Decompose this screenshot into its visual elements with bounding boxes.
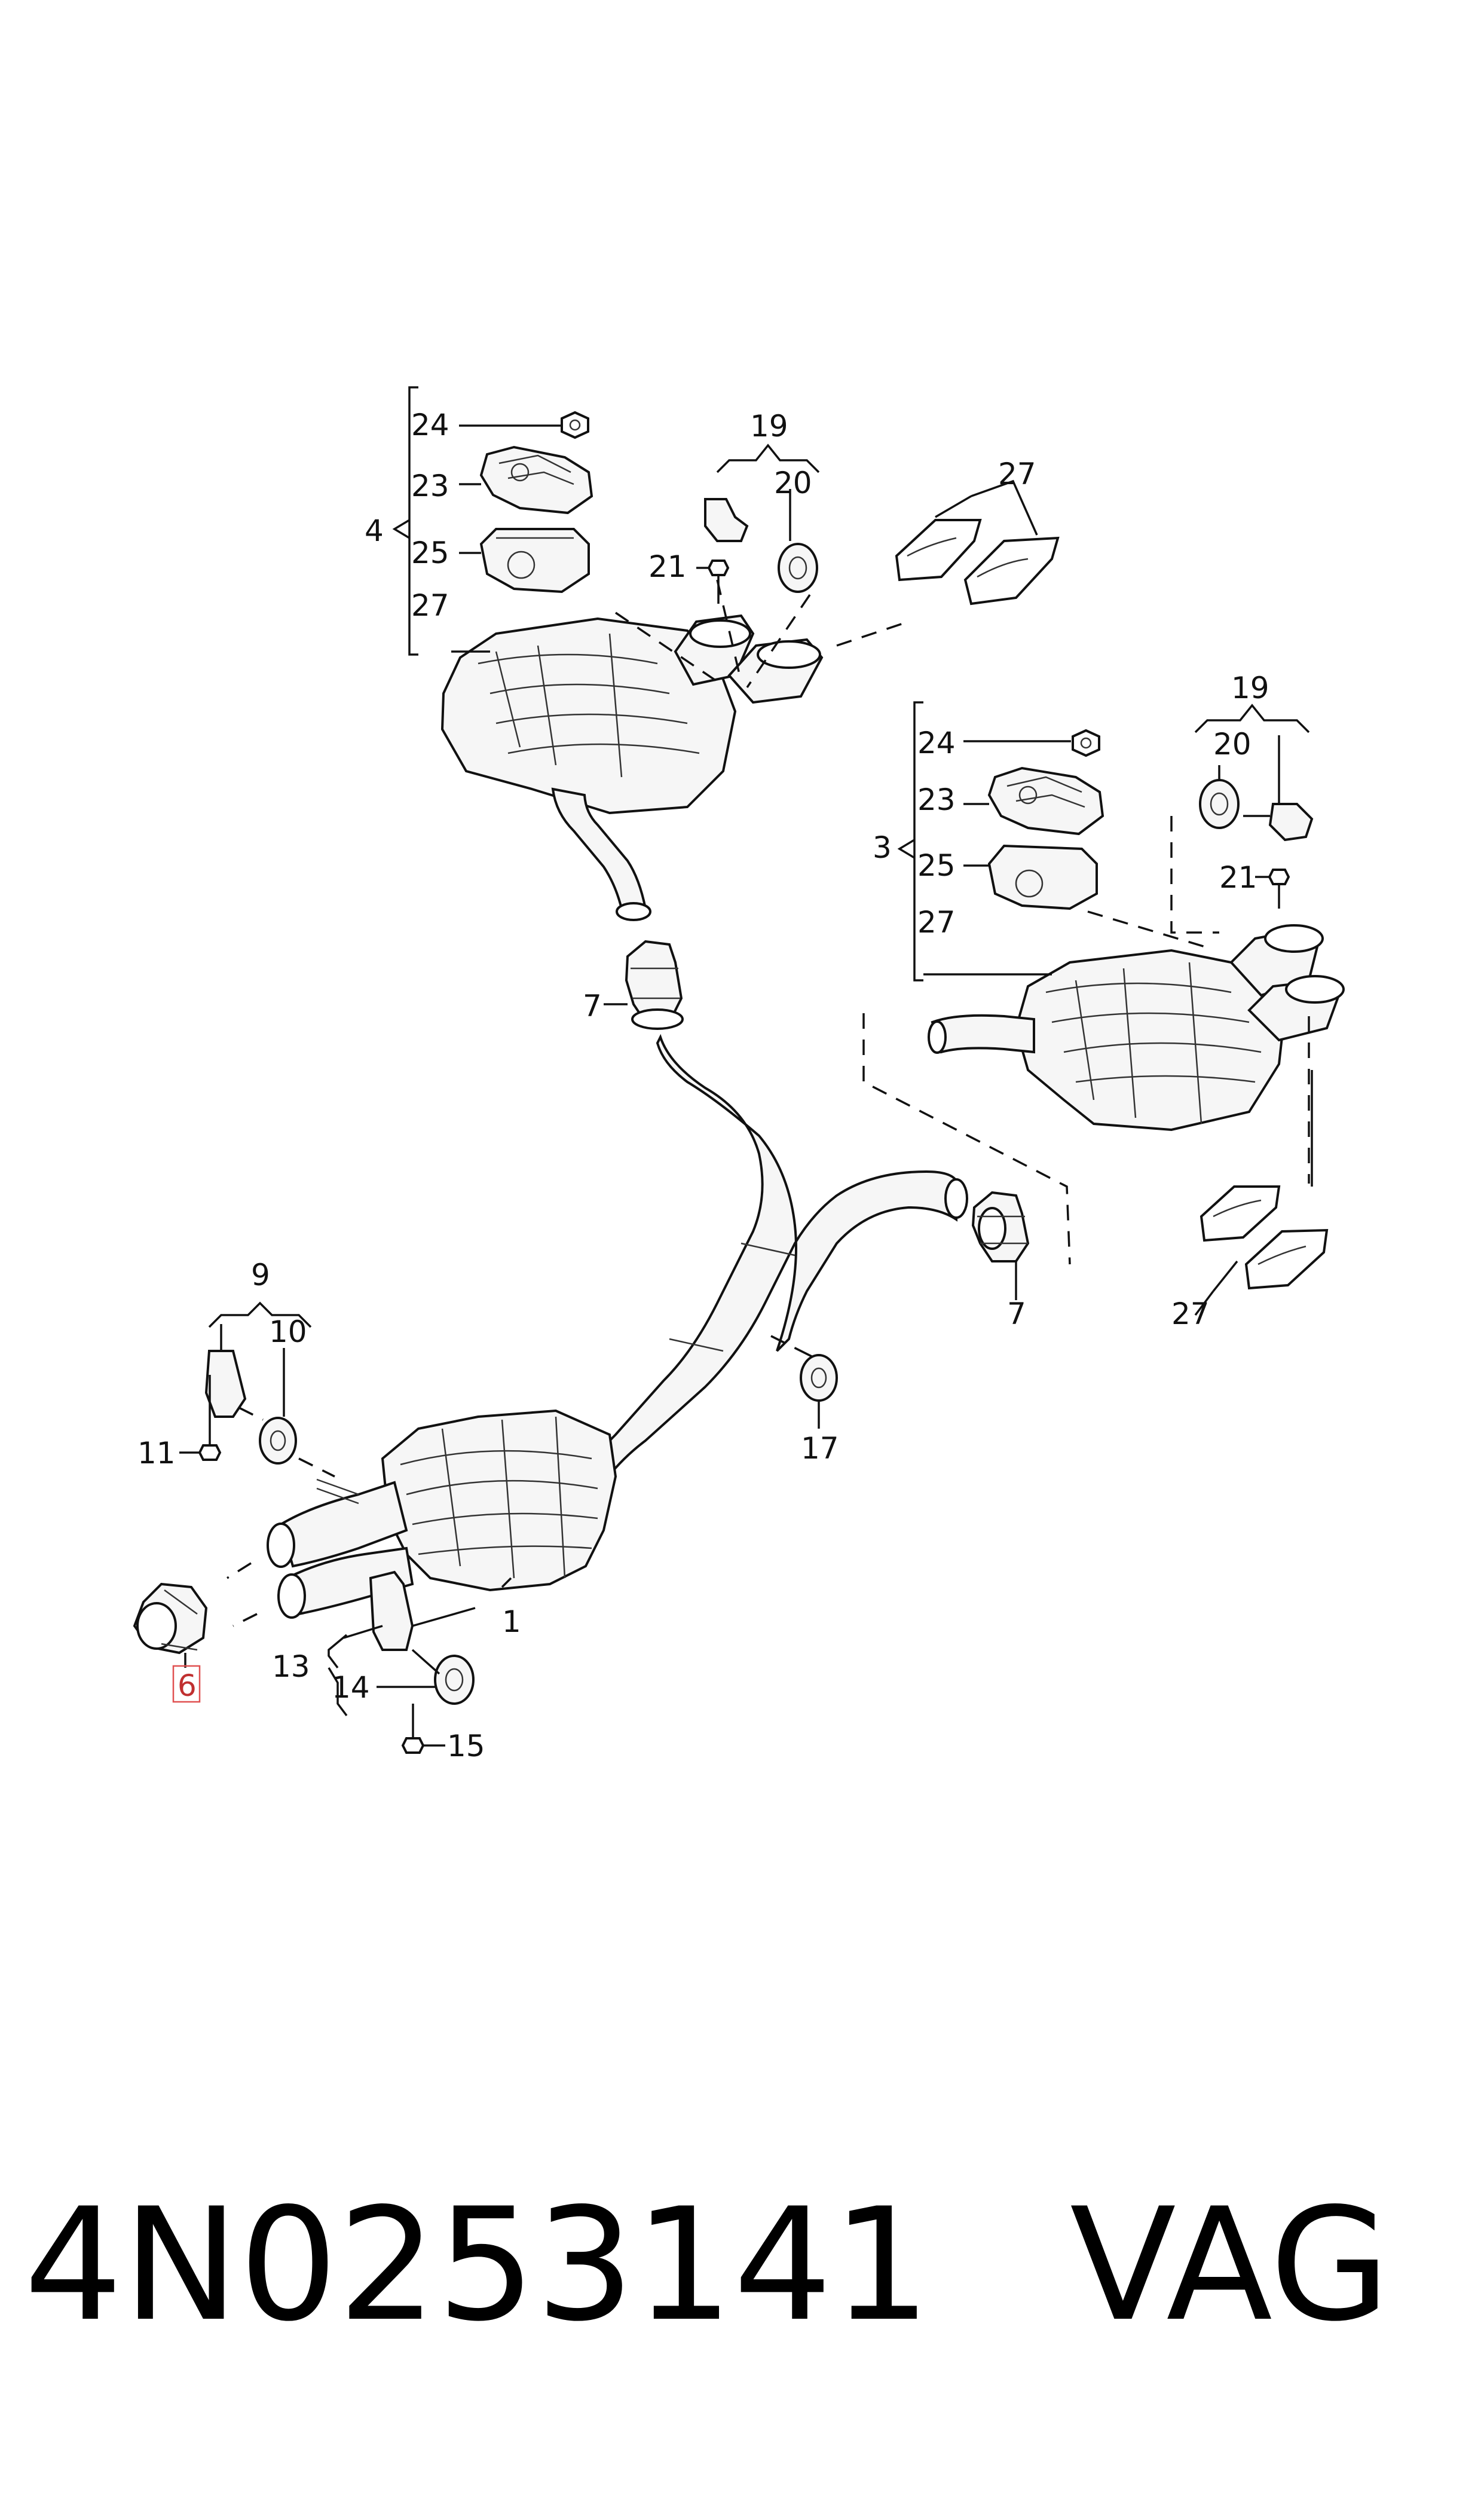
left-rear-muffler-group	[392, 386, 1060, 921]
tailpipe-part[interactable]	[674, 614, 824, 704]
callout-9: 9	[251, 1258, 270, 1292]
hanger-bracket-part[interactable]	[204, 1350, 247, 1418]
right-rear-muffler-group	[862, 701, 1345, 1316]
callout-21: 21	[1219, 860, 1257, 895]
callout-19: 19	[1231, 671, 1269, 705]
callout-15: 15	[447, 1729, 485, 1763]
stud-part	[316, 1478, 359, 1505]
rear-muffler-part[interactable]	[440, 617, 737, 815]
callout-20: 20	[1213, 727, 1252, 762]
callout-labels: 24 23 4 25 27 19 20 21 27 24 23 3 25 27 …	[137, 408, 1269, 1763]
bolt-part[interactable]	[401, 1704, 425, 1754]
callout-7: 7	[583, 989, 602, 1023]
actuator-part[interactable]	[479, 445, 593, 515]
tailpipe-cover-part[interactable]	[963, 536, 1060, 606]
tailpipe-cover-part[interactable]	[895, 519, 982, 582]
rubber-mount-part[interactable]	[778, 543, 818, 593]
highlight-box-6	[172, 1665, 201, 1703]
footer: 4N0253141 VAG	[0, 2176, 1484, 2355]
front-silencer-part[interactable]	[381, 1409, 617, 1592]
callout-4: 4	[365, 513, 384, 548]
callout-25: 25	[917, 848, 956, 883]
rubber-mount-part[interactable]	[1199, 779, 1240, 829]
front-inlet-pipe-part[interactable]	[267, 1481, 414, 1619]
connecting-pipe-part[interactable]	[551, 787, 651, 921]
tailpipe-cover-part[interactable]	[1200, 1185, 1281, 1242]
part-number: 4N0253141	[24, 2175, 931, 2356]
callout-25: 25	[411, 536, 449, 570]
callout-17: 17	[801, 1431, 839, 1466]
callout-13: 13	[272, 1649, 310, 1684]
rear-muffler-part[interactable]	[1014, 949, 1287, 1132]
actuator-part[interactable]	[987, 766, 1104, 836]
callout-11: 11	[137, 1436, 176, 1471]
callout-19: 19	[750, 409, 788, 444]
callout-27: 27	[411, 588, 449, 623]
callout-27: 27	[917, 905, 956, 940]
callout-7: 7	[1007, 1297, 1026, 1331]
callout-14: 14	[332, 1670, 370, 1705]
callout-6: 6	[178, 1668, 197, 1703]
pipe-clamp-part[interactable]	[625, 940, 684, 1030]
hanger-bracket-part[interactable]	[704, 498, 749, 542]
tailpipe-cover-part[interactable]	[1244, 1228, 1329, 1290]
callout-3: 3	[873, 830, 892, 865]
callout-24: 24	[917, 726, 956, 760]
callout-1: 1	[502, 1604, 521, 1639]
callout-27: 27	[998, 457, 1036, 491]
hanger-bracket-part[interactable]	[369, 1570, 414, 1651]
hanger-bracket-part[interactable]	[1268, 803, 1314, 842]
nut-part[interactable]	[561, 411, 589, 439]
bracket-part[interactable]	[479, 528, 590, 594]
bracket-part[interactable]	[987, 844, 1098, 910]
pipe-clamp-highlighted-part[interactable]	[133, 1582, 208, 1655]
callout-21: 21	[648, 549, 687, 584]
callout-20: 20	[774, 466, 812, 500]
inlet-pipe-part[interactable]	[928, 1014, 1035, 1054]
hanger-group-13	[328, 1570, 476, 1754]
nut-part[interactable]	[1072, 729, 1100, 757]
rubber-mount-part[interactable]	[434, 1655, 475, 1705]
callout-24: 24	[411, 408, 449, 442]
tailpipe-part[interactable]	[1229, 924, 1345, 1042]
hanger-group-9	[179, 1301, 335, 1478]
callout-27: 27	[1171, 1297, 1210, 1331]
brand-name: VAG	[1070, 2175, 1390, 2356]
bolt-part[interactable]	[1268, 869, 1290, 909]
y-pipe-part[interactable]	[584, 1034, 968, 1484]
pipe-clamp-part[interactable]	[971, 1191, 1030, 1262]
callout-23: 23	[917, 782, 956, 817]
callout-10: 10	[269, 1314, 307, 1349]
callout-23: 23	[411, 469, 449, 503]
rubber-mount-part[interactable]	[259, 1417, 297, 1465]
rubber-mount-part[interactable]	[770, 1335, 838, 1402]
